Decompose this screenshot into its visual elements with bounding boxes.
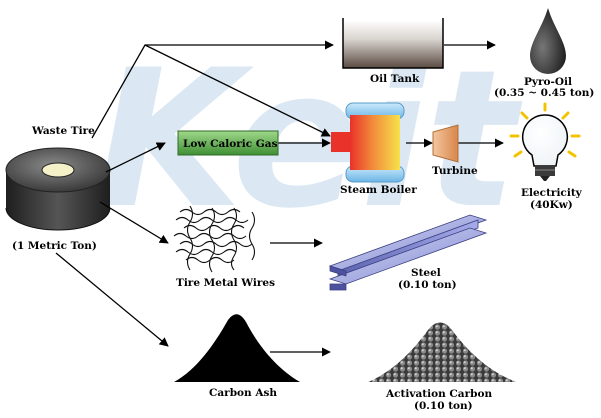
steel-quantity: (0.10 ton) <box>398 279 457 291</box>
oil-drop-icon <box>530 8 566 74</box>
metal-wires-icon <box>173 205 256 273</box>
oil-tank-label: Oil Tank <box>370 73 420 85</box>
activation-carbon-label: Activation Carbon <box>385 388 492 400</box>
arrow-tire-to-steam-boiler <box>144 44 331 137</box>
steel-beam-icon <box>328 214 488 291</box>
arrow-tire-to-carbon-ash <box>55 252 169 347</box>
low-caloric-gas-box <box>177 130 279 156</box>
steel-label: Steel <box>411 267 441 279</box>
waste-tire-label: Waste Tire <box>31 125 95 137</box>
tire-metal-wires-label: Tire Metal Wires <box>176 277 275 289</box>
waste-tire-icon <box>5 147 111 231</box>
electricity-label: Electricity <box>521 187 583 199</box>
low-caloric-gas-label: Low Caloric Gas <box>183 138 278 150</box>
waste-tire-quantity: (1 Metric Ton) <box>12 240 97 252</box>
steam-boiler-icon <box>331 102 405 183</box>
oil-tank-icon <box>342 18 444 69</box>
activation-carbon-pile-icon <box>368 322 516 382</box>
arrow-tire-to-gas <box>105 142 166 173</box>
arrow-tire-to-wires <box>99 201 169 244</box>
turbine-icon <box>432 124 459 163</box>
flow-arrows <box>55 40 504 357</box>
carbon-ash-pile-icon <box>174 314 300 382</box>
pyro-oil-label: Pyro-Oil <box>524 76 572 88</box>
pyro-oil-quantity: (0.35 ~ 0.45 ton) <box>494 87 594 99</box>
carbon-ash-label: Carbon Ash <box>209 387 277 399</box>
turbine-label: Turbine <box>432 165 478 177</box>
activation-carbon-quantity: (0.10 ton) <box>414 400 473 412</box>
steam-boiler-label: Steam Boiler <box>340 184 417 196</box>
light-bulb-icon <box>509 102 581 181</box>
electricity-quantity: (40Kw) <box>530 199 573 211</box>
watermark-text: Keit <box>95 29 523 250</box>
